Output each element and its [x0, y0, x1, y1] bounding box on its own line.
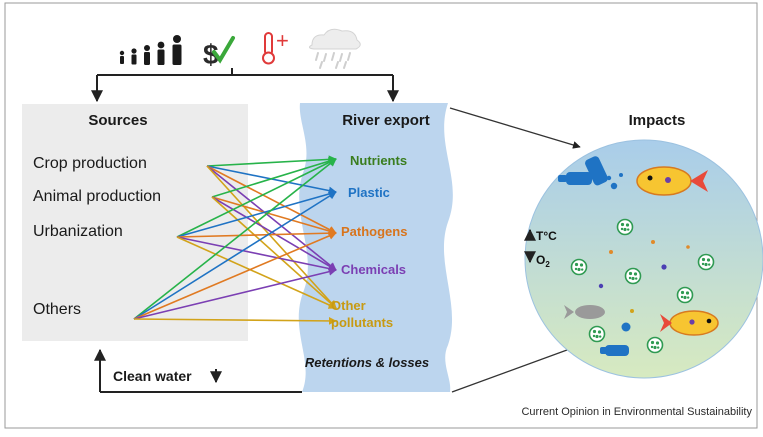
income-growth-icon: $ [203, 36, 235, 70]
source-animal-production: Animal production [33, 188, 161, 205]
fish-icon-bottom [660, 310, 719, 336]
river-band [298, 103, 453, 392]
temperature-change: T°C [524, 228, 557, 243]
source-others: Others [33, 301, 81, 318]
retentions-losses-label: Retentions & losses [305, 355, 429, 370]
arrow-to-impacts-top [449, 107, 581, 149]
oxygen-subscript: 2 [545, 260, 550, 269]
source-credit: Current Opinion in Environmental Sustain… [521, 406, 752, 418]
output-other-pollutants-line1: Other [331, 298, 366, 313]
temperature-label: T°C [536, 229, 557, 243]
plastic-bottle-icon-bottom [600, 345, 629, 356]
output-pathogens: Pathogens [341, 224, 407, 239]
output-other-pollutants: Other pollutants [331, 298, 393, 330]
output-chemicals: Chemicals [341, 262, 406, 277]
output-other-pollutants-line2: pollutants [331, 315, 393, 330]
oxygen-change: O2 [524, 251, 550, 269]
source-urbanization: Urbanization [33, 223, 123, 240]
river-title: River export [342, 112, 430, 129]
rainfall-icon [308, 28, 361, 69]
drivers-bracket [91, 68, 399, 103]
sources-panel [22, 104, 248, 341]
oxygen-label: O [536, 253, 545, 267]
dead-fish-icon [564, 305, 605, 319]
fish-icon [636, 166, 708, 196]
population-growth-icon [119, 35, 182, 65]
clean-water-label: Clean water [113, 368, 192, 384]
plus-sign: + [276, 28, 289, 53]
output-nutrients: Nutrients [350, 153, 407, 168]
sources-title: Sources [88, 112, 147, 129]
plastic-bottle-icon [558, 156, 623, 190]
impacts-title: Impacts [629, 112, 686, 129]
output-plastic: Plastic [348, 185, 390, 200]
temperature-rise-icon: + [262, 28, 289, 65]
source-crop-production: Crop production [33, 155, 147, 172]
svg-text:O2: O2 [536, 253, 550, 269]
svg-text:$: $ [203, 39, 219, 70]
flow-lines [133, 155, 337, 325]
clean-water-feedback [94, 348, 302, 393]
